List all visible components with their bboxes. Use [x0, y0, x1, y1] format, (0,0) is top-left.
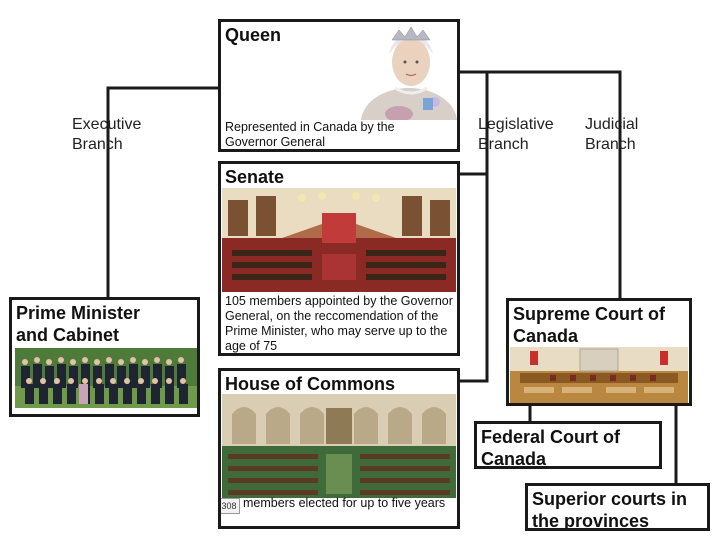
federal-court-box: Federal Court of Canada	[474, 421, 662, 469]
supreme-court-box: Supreme Court of Canada	[506, 298, 692, 406]
commons-box: House of Commons 308 members elected for…	[218, 368, 460, 529]
commons-chamber-photo	[222, 394, 456, 498]
commons-title: House of Commons	[225, 373, 395, 395]
queen-desc: Represented in Canada by the Governor Ge…	[225, 120, 430, 150]
commons-desc: members elected for up to five years	[225, 496, 455, 511]
queen-box: Queen Represented in Canada by the Gover…	[218, 19, 460, 152]
pm-box: Prime Minister and Cabinet	[9, 297, 200, 417]
queen-title: Queen	[225, 24, 281, 46]
senate-chamber-photo	[222, 188, 456, 292]
senate-title: Senate	[225, 166, 284, 188]
superior-courts-box: Superior courts in the provinces	[525, 483, 710, 531]
supreme-court-title: Supreme Court of Canada	[513, 303, 691, 347]
superior-courts-title: Superior courts in the provinces	[532, 488, 702, 531]
judicial-branch-label: Judicial Branch	[585, 115, 638, 155]
senate-box: Senate 105 members appointed by the Gove…	[218, 161, 460, 356]
legislative-branch-label: Legislative Branch	[478, 115, 554, 155]
supreme-court-photo	[510, 347, 688, 403]
cabinet-photo	[15, 348, 197, 408]
executive-branch-label: Executive Branch	[72, 115, 141, 155]
federal-court-title: Federal Court of Canada	[481, 426, 651, 469]
pm-title: Prime Minister and Cabinet	[16, 302, 176, 346]
line-queen-right	[460, 72, 620, 298]
senate-desc: 105 members appointed by the Governor Ge…	[225, 294, 457, 354]
queen-portrait	[359, 22, 459, 120]
